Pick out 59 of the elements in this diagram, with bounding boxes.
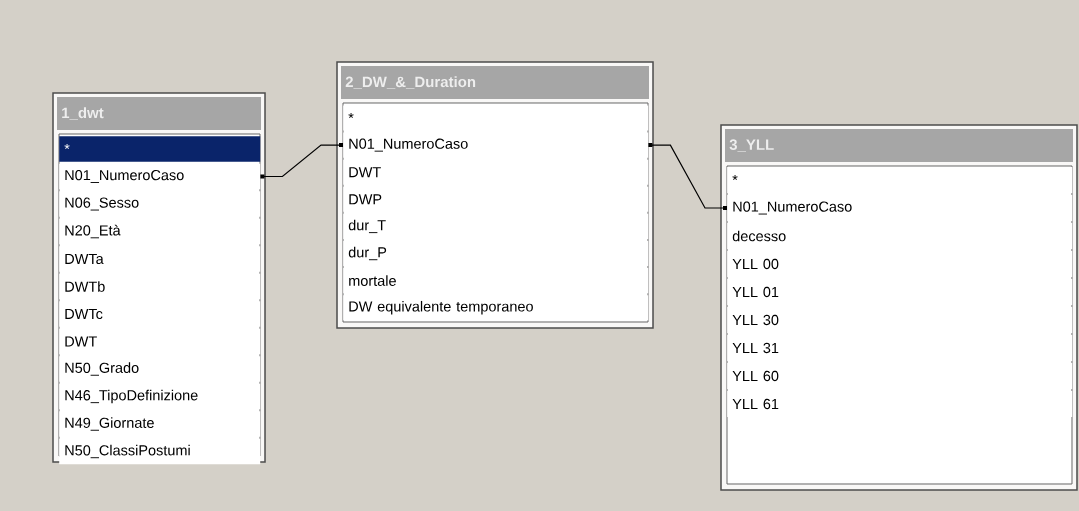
node-label: DWTb <box>65 281 105 292</box>
field-row: YLL 30 <box>727 307 1073 333</box>
node-label: N50_ClassiPostumi <box>65 444 190 459</box>
field-row: * <box>727 167 1073 193</box>
field-row: YLL 60 <box>727 363 1073 389</box>
node-label: YLL 00 <box>732 258 779 270</box>
field-row: DWTc <box>59 301 261 327</box>
node-label: YLL 01 <box>732 286 779 298</box>
node-label: YLL 61 <box>732 398 779 410</box>
field-row: DWP <box>343 186 649 212</box>
field-row: DWT <box>343 159 649 185</box>
field-row: dur_P <box>343 240 649 267</box>
field-row: mortale <box>343 268 649 294</box>
field-row: DWT <box>59 328 261 355</box>
node-label: DW equivalente temporaneo <box>349 300 533 315</box>
node-label: N01_NumeroCaso <box>349 138 468 152</box>
field-row: DWTb <box>59 273 261 300</box>
field-row: N01_NumeroCaso <box>727 195 1073 221</box>
node-label: YLL 30 <box>732 314 779 326</box>
node-label: decesso <box>732 230 786 242</box>
field-row: YLL 61 <box>727 391 1073 417</box>
node-label: N50_Grado <box>65 362 139 376</box>
relationship-line <box>648 143 727 210</box>
node-label: YLL 60 <box>732 370 779 382</box>
node-label: dur_T <box>348 219 386 234</box>
node-label: dur_P <box>348 246 387 261</box>
field-row: YLL 00 <box>727 251 1073 277</box>
relationship-line <box>260 143 343 179</box>
node-label: N20_Età <box>65 224 121 239</box>
node-label: N46_TipoDefinizione <box>65 389 198 404</box>
field-row: N01_NumeroCaso <box>343 132 649 158</box>
field-row: N50_ClassiPostumi <box>59 438 261 465</box>
node-label: N01_NumeroCaso <box>65 169 184 183</box>
field-row: N06_Sesso <box>59 191 261 217</box>
node-label: mortale <box>349 275 396 286</box>
field-row: * <box>59 136 261 162</box>
field-row: N20_Età <box>59 218 261 245</box>
node-label: N49_Giornate <box>65 417 154 431</box>
node-label: DWT <box>349 167 381 178</box>
field-row: YLL 31 <box>727 335 1073 361</box>
field-row: N50_Grado <box>59 356 261 382</box>
field-row: * <box>343 105 649 131</box>
node-label: DWT <box>65 336 97 347</box>
field-row: N01_NumeroCaso <box>59 163 261 190</box>
node-label: * <box>732 175 738 181</box>
node-label: YLL 31 <box>732 342 779 354</box>
node-label: DWTa <box>65 253 104 265</box>
field-row: YLL 01 <box>727 279 1073 305</box>
field-row: dur_T <box>343 213 649 239</box>
node-label: DWTc <box>65 308 103 320</box>
node-label: N06_Sesso <box>65 197 139 211</box>
node-label: * <box>348 113 354 119</box>
field-row: N46_TipoDefinizione <box>59 383 261 410</box>
field-row: decesso <box>727 223 1073 249</box>
node-label: DWP <box>349 194 382 205</box>
node-label: N01_NumeroCaso <box>733 201 852 215</box>
field-row: N49_Giornate <box>59 411 261 437</box>
field-row: DW equivalente temporaneo <box>343 295 649 321</box>
field-row: DWTa <box>59 246 261 272</box>
